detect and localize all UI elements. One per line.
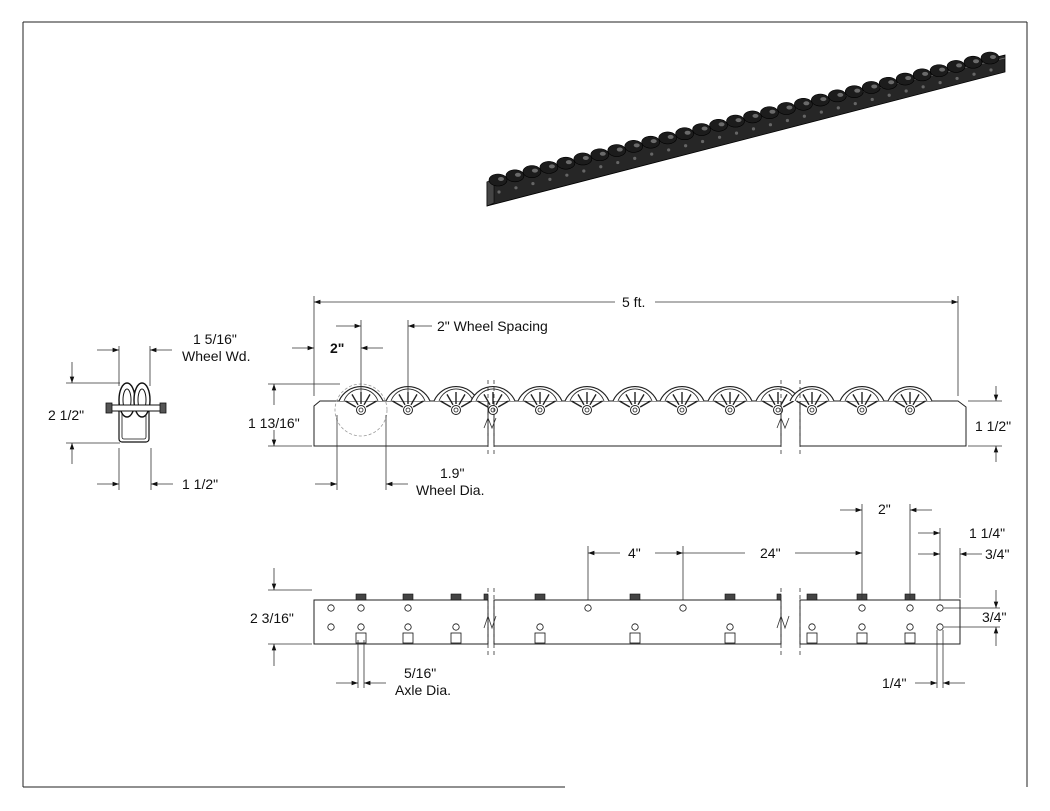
mounting-hole [357,604,365,612]
side-wheel [612,386,658,415]
top-view [313,588,961,655]
iso-wheel [692,123,711,144]
side-wheel [707,386,753,415]
iso-wheel [980,51,1000,72]
dim-first-wheel-offset: 2" [330,340,344,356]
dimension-geometry [66,296,1002,688]
dim-wheel-dia-value: 1.9" [440,465,464,481]
dim-end-hole-vertical: 3/4" [982,609,1006,625]
dim-wheel-dia-label: Wheel Dia. [416,482,484,498]
iso-wheel [828,89,847,110]
iso-wheel [624,140,644,160]
side-wheel [470,386,516,415]
side-wheel [659,386,705,415]
iso-wheel [658,131,677,152]
top-axle [629,593,641,644]
iso-wheel [946,60,966,81]
top-rail-seg-3 [799,599,961,645]
iso-wheel [929,64,949,85]
top-axle [402,593,414,644]
iso-wheel [861,81,881,102]
top-axle [534,593,546,644]
iso-wheel [878,76,898,97]
dim-end-hole-offset-a: 1 1/4" [969,525,1005,541]
side-rail-seg-1 [313,400,489,447]
mounting-hole [679,604,687,612]
iso-wheel [488,173,508,194]
dim-hole-dia: 1/4" [882,675,906,691]
iso-wheel [590,148,610,169]
side-wheel [517,386,563,415]
side-rail-seg-3 [799,400,967,447]
dim-end-wheel-width-label: Wheel Wd. [182,348,250,364]
dim-hole-spacing-long: 24" [760,545,781,561]
isometric-view [486,51,1006,207]
iso-wheel [760,106,779,127]
top-axle-partial [483,593,489,601]
dim-overall-length: 5 ft. [622,294,645,310]
iso-wheel [895,72,915,93]
mounting-hole [906,604,914,612]
dim-end-wheel-width-value: 1 5/16" [193,331,237,347]
mounting-hole [584,604,592,612]
dim-end-hole-offset-b: 3/4" [985,546,1009,562]
dim-side-height: 1 13/16" [248,415,300,431]
iso-wheel [641,135,660,156]
end-mounting-hole [327,604,335,612]
iso-wheel [794,97,813,118]
dim-hole-spacing-short: 4" [628,545,641,561]
dim-end-base-width: 1 1/2" [182,476,218,492]
dim-axle-dia-label: Axle Dia. [395,682,451,698]
end-wheel-left [118,382,136,418]
top-axle [450,593,462,644]
top-axle [806,593,818,644]
dim-axle-dia-value: 5/16" [404,665,436,681]
iso-wheel [556,156,576,177]
iso-wheel [743,110,762,131]
side-view [313,380,967,456]
side-wheel [789,386,835,415]
iso-wheel [522,165,542,186]
dim-top-view-height: 2 3/16" [250,610,294,626]
end-mounting-hole [936,623,944,631]
iso-wheel [505,169,525,190]
side-wheel [887,386,933,415]
mounting-hole [404,604,412,612]
iso-wheel [709,119,728,139]
iso-wheels [488,51,1000,194]
top-axle [355,593,367,644]
side-wheels [338,386,933,415]
side-wheel [564,386,610,415]
iso-wheel [963,55,983,76]
dim-end-height: 2 1/2" [48,407,84,423]
iso-wheel [844,85,864,106]
top-axle [724,593,736,644]
mounting-hole [858,604,866,612]
iso-wheel [573,152,593,173]
top-break-marks [483,588,801,655]
dimension-labels: 5 ft. 2" Wheel Spacing 2" 1 13/16" 1 1/2… [48,294,1011,698]
iso-wheel [726,114,745,135]
iso-wheel [811,93,830,114]
top-features [327,593,944,644]
side-break-marks [483,380,801,456]
dim-wheel-spacing: 2" Wheel Spacing [437,318,548,334]
end-view [105,382,167,443]
dim-rail-height: 1 1/2" [975,418,1011,434]
iso-wheel [607,144,627,165]
end-mounting-hole [327,623,335,631]
end-axle [109,404,163,412]
iso-wheel [539,161,559,181]
iso-wheel [675,127,694,148]
side-wheel [839,386,885,415]
dim-end-axle-pitch: 2" [878,501,891,517]
end-mounting-hole [936,604,944,612]
iso-wheel [777,102,796,123]
top-axle-partial [776,593,782,601]
drawing-frame [22,21,1028,788]
top-rail-seg-1 [313,599,489,645]
end-wheel-right [133,382,151,418]
iso-wheel [912,68,932,89]
